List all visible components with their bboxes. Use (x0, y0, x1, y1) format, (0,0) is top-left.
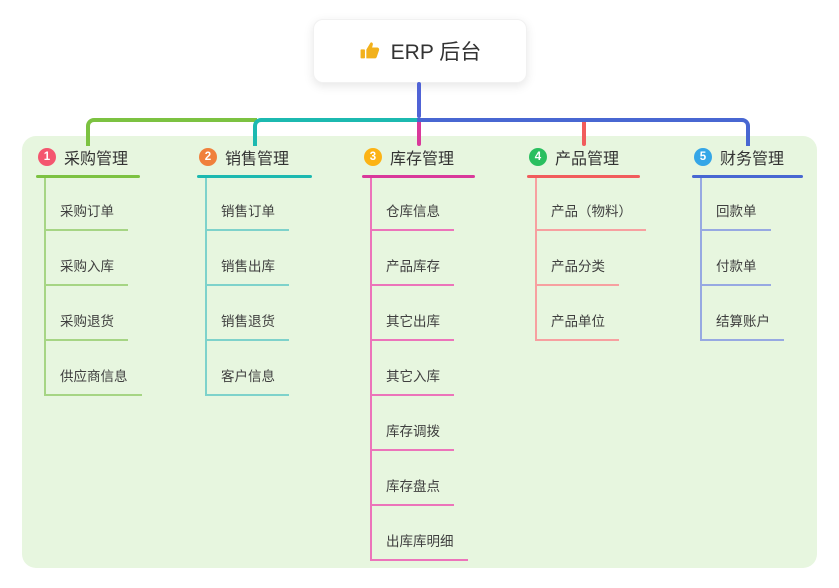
branch-title-label: 产品管理 (555, 151, 620, 168)
child-node[interactable]: 库存盘点 (370, 478, 454, 506)
child-node[interactable]: 其它入库 (370, 368, 454, 396)
child-node[interactable]: 销售订单 (205, 203, 289, 231)
child-node[interactable]: 客户信息 (205, 368, 289, 396)
child-node[interactable]: 产品库存 (370, 258, 454, 286)
branch-connector-1 (86, 118, 257, 146)
branch-title-underline (527, 175, 640, 178)
root-node-label: ERP 后台 (390, 41, 482, 64)
child-node[interactable]: 产品（物料） (535, 203, 646, 231)
branch-number-badge: 4 (529, 148, 547, 166)
child-node[interactable]: 采购入库 (44, 258, 128, 286)
root-node[interactable]: ERP 后台 (313, 19, 527, 83)
branch-title-label: 采购管理 (64, 151, 129, 168)
branch-connector-3 (417, 120, 421, 146)
child-node[interactable]: 销售出库 (205, 258, 289, 286)
branch-title-underline (362, 175, 475, 178)
branch-connector-5 (417, 118, 750, 146)
branch-number-badge: 3 (364, 148, 382, 166)
child-node[interactable]: 仓库信息 (370, 203, 454, 231)
child-node[interactable]: 销售退货 (205, 313, 289, 341)
root-connector-line (417, 82, 421, 118)
child-node[interactable]: 产品分类 (535, 258, 619, 286)
branch-title-3[interactable]: 3 库存管理 (364, 146, 454, 168)
branch-title-2[interactable]: 2 销售管理 (199, 146, 289, 168)
branch-title-5[interactable]: 5 财务管理 (694, 146, 784, 168)
branch-trunk-line (370, 178, 372, 561)
child-node[interactable]: 采购订单 (44, 203, 128, 231)
child-node[interactable]: 供应商信息 (44, 368, 142, 396)
branch-title-label: 销售管理 (225, 151, 290, 168)
thumbs-up-icon (360, 42, 379, 59)
child-node[interactable]: 结算账户 (700, 313, 784, 341)
branch-trunk-line (535, 178, 537, 341)
child-node[interactable]: 回款单 (700, 203, 771, 231)
branches-panel (22, 136, 817, 568)
child-node[interactable]: 采购退货 (44, 313, 128, 341)
child-node[interactable]: 其它出库 (370, 313, 454, 341)
branch-connector-4 (582, 120, 586, 146)
branch-title-label: 库存管理 (390, 151, 455, 168)
branch-number-badge: 1 (38, 148, 56, 166)
branch-trunk-line (44, 178, 46, 396)
branch-trunk-line (700, 178, 702, 341)
child-node[interactable]: 付款单 (700, 258, 771, 286)
branch-number-badge: 2 (199, 148, 217, 166)
branch-number-badge: 5 (694, 148, 712, 166)
branch-title-4[interactable]: 4 产品管理 (529, 146, 619, 168)
branch-title-underline (692, 175, 803, 178)
child-node[interactable]: 产品单位 (535, 313, 619, 341)
child-node[interactable]: 出库库明细 (370, 533, 468, 561)
branch-connector-2 (253, 118, 421, 146)
child-node[interactable]: 库存调拨 (370, 423, 454, 451)
branch-title-underline (36, 175, 140, 178)
branch-title-underline (197, 175, 312, 178)
branch-title-label: 财务管理 (720, 151, 785, 168)
branch-title-1[interactable]: 1 采购管理 (38, 146, 128, 168)
branch-trunk-line (205, 178, 207, 396)
